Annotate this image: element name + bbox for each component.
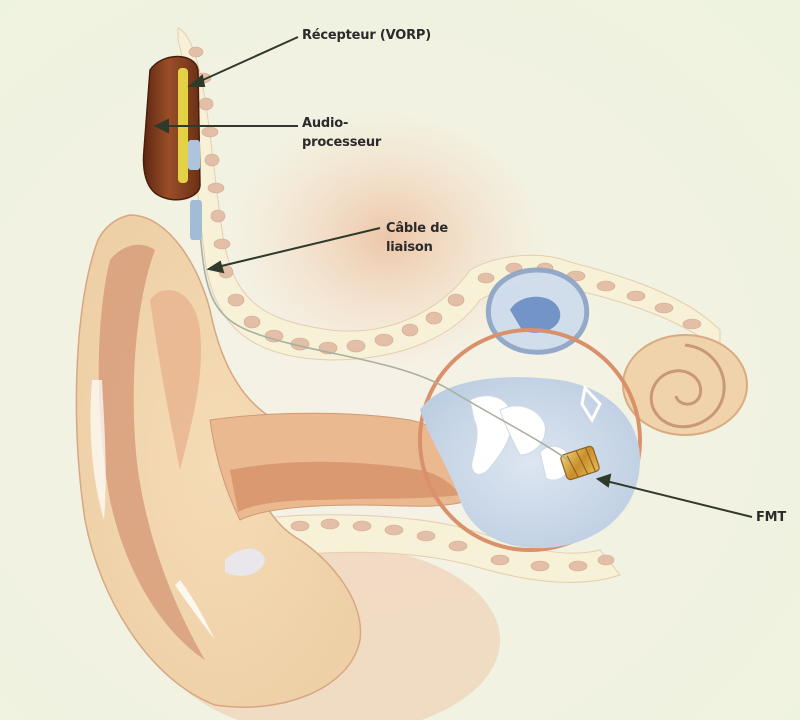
label-cable-line2: liaison <box>386 238 433 257</box>
label-audio-processor-line1: Audio- <box>302 114 348 133</box>
label-receiver: Récepteur (VORP) <box>302 26 431 45</box>
cochlea <box>623 335 747 435</box>
label-cable-line1: Câble de <box>386 219 448 238</box>
label-fmt: FMT <box>756 508 786 527</box>
label-audio-processor-line2: processeur <box>302 133 381 152</box>
